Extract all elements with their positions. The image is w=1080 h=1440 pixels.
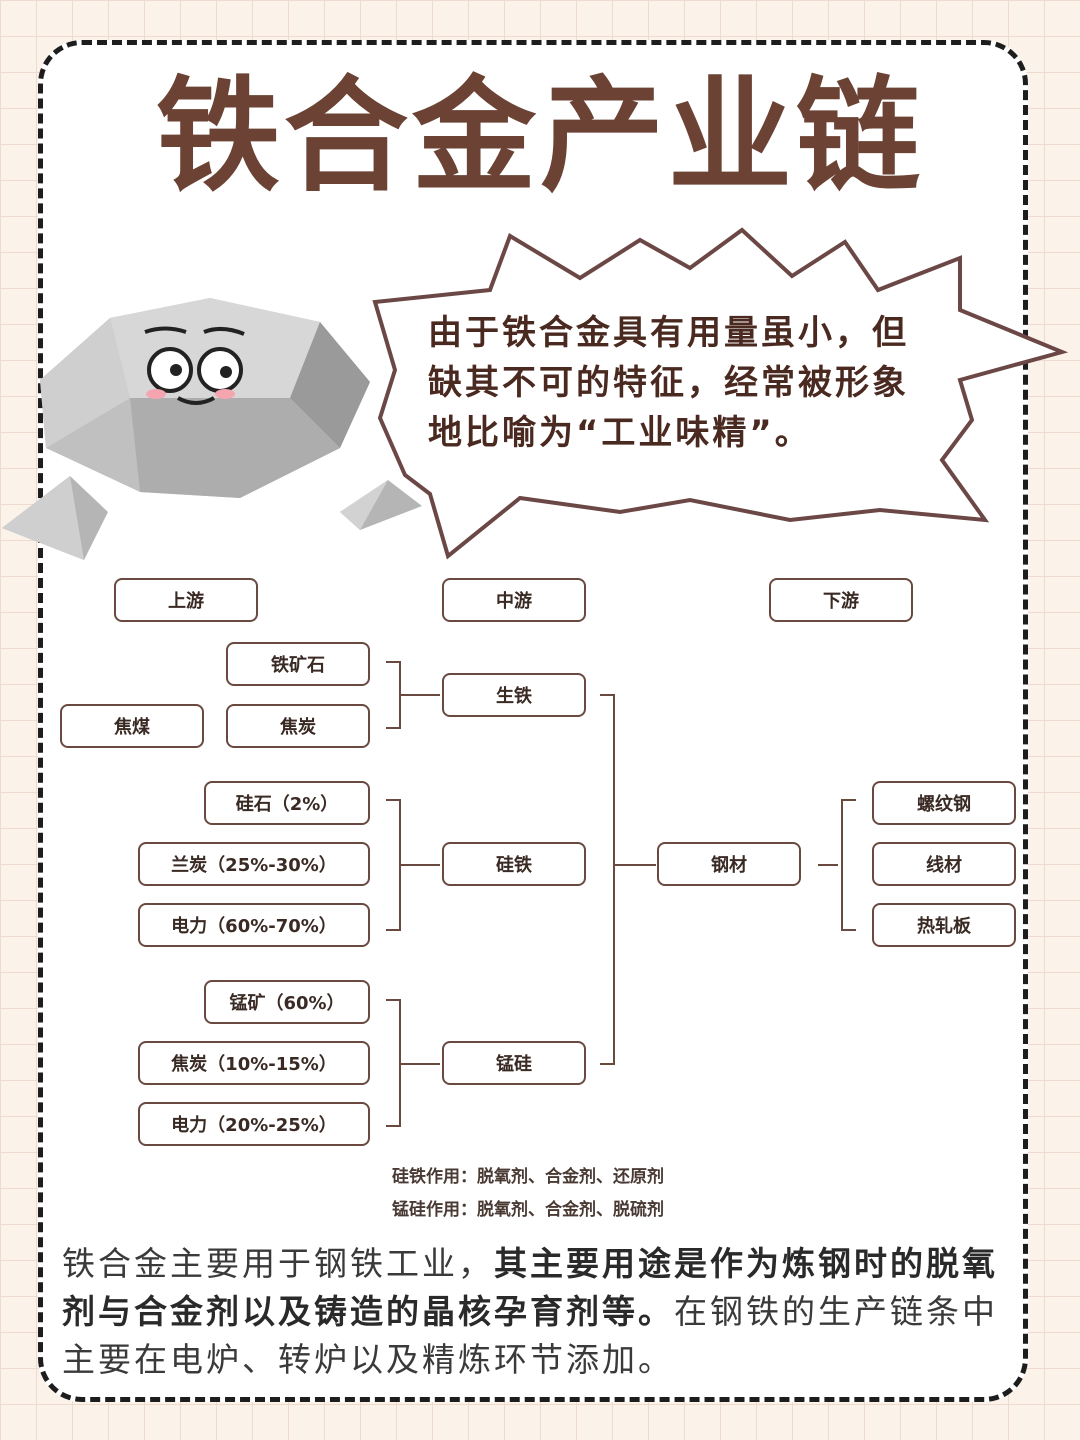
node-silica: 硅石（2%） — [204, 781, 370, 825]
small-rock-right-icon — [340, 480, 422, 530]
header-upstream: 上游 — [114, 578, 258, 622]
node-coking-coal: 焦煤 — [60, 704, 204, 748]
node-wire-rod: 线材 — [872, 842, 1016, 886]
note-ferrosilicon-use: 硅铁作用：脱氧剂、合金剂、还原剂 — [392, 1167, 664, 1187]
node-power-silicomanganese: 电力（20%-25%） — [138, 1102, 370, 1146]
node-power-ferrosilicon: 电力（60%-70%） — [138, 903, 370, 947]
note-silicomanganese-use: 锰硅作用：脱氧剂、合金剂、脱硫剂 — [392, 1200, 664, 1220]
summary-part1: 铁合金主要用于钢铁工业， — [62, 1244, 494, 1283]
header-downstream: 下游 — [769, 578, 913, 622]
node-steel: 钢材 — [657, 842, 801, 886]
node-iron-ore: 铁矿石 — [226, 642, 370, 686]
node-coke-mn: 焦炭（10%-15%） — [138, 1041, 370, 1085]
header-midstream: 中游 — [442, 578, 586, 622]
summary-part3: 在钢铁的生产链条中主要在电炉、转炉以及精炼环节添加。 — [62, 1292, 998, 1379]
small-rock-left-icon — [2, 476, 108, 560]
node-coke: 焦炭 — [226, 704, 370, 748]
rock-mascot-icon — [40, 298, 370, 498]
page-title: 铁合金产业链 — [155, 65, 924, 209]
node-manganese-ore: 锰矿（60%） — [204, 980, 370, 1024]
node-hot-rolled-coil: 热轧板 — [872, 903, 1016, 947]
node-silicomanganese: 锰硅 — [442, 1041, 586, 1085]
node-rebar: 螺纹钢 — [872, 781, 1016, 825]
speech-bubble-text: 由于铁合金具有用量虽小，但缺其不可的特征，经常被形象地比喻为“工业味精”。 — [428, 313, 909, 453]
summary-paragraph: 铁合金主要用于钢铁工业，其主要用途是作为炼钢时的脱氧剂与合金剂以及铸造的晶核孕育… — [62, 1240, 1022, 1384]
node-ferrosilicon: 硅铁 — [442, 842, 586, 886]
node-semi-coke: 兰炭（25%-30%） — [138, 842, 370, 886]
connector-lines — [386, 661, 856, 1127]
speech-bubble — [372, 227, 1069, 560]
node-pig-iron: 生铁 — [442, 673, 586, 717]
summary-part2: 其主要用途是作为炼钢时的脱氧剂与合金剂以及铸造的晶核孕育剂等。 — [62, 1244, 998, 1331]
